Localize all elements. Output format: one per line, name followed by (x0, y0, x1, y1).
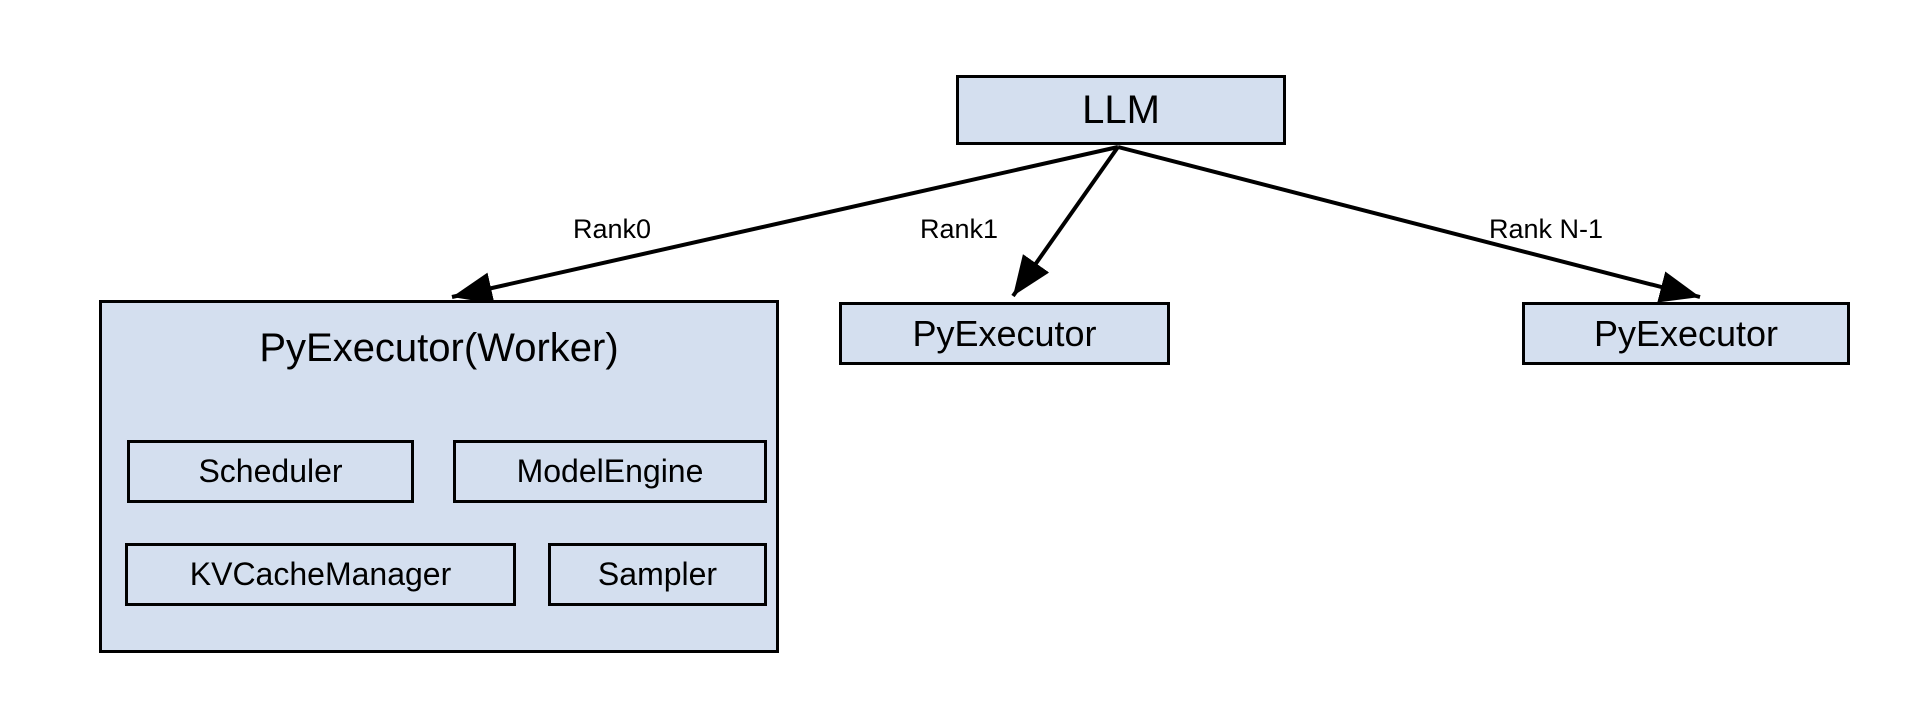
node-pyexecutor-rank1-label: PyExecutor (912, 312, 1097, 354)
node-pyexecutor-worker[interactable]: PyExecutor(Worker) Scheduler ModelEngine… (99, 300, 779, 653)
node-kv-cache-manager-label: KVCacheManager (189, 555, 452, 592)
node-sampler-label: Sampler (597, 555, 718, 592)
node-llm[interactable]: LLM (956, 75, 1286, 145)
node-llm-label: LLM (1082, 88, 1160, 132)
edge-label-rank1: Rank1 (920, 214, 999, 244)
node-model-engine[interactable]: ModelEngine (453, 440, 767, 503)
edge-label-rank-n-1: Rank N-1 (1489, 214, 1604, 244)
node-sampler[interactable]: Sampler (548, 543, 767, 606)
node-scheduler-label: Scheduler (198, 452, 343, 489)
node-pyexecutor-worker-label: PyExecutor(Worker) (259, 326, 619, 370)
node-pyexecutor-rank-n-1-label: PyExecutor (1593, 312, 1779, 354)
edge-llm-to-worker-rank1 (1011, 145, 1120, 298)
edge-llm-to-worker-rankn1 (1117, 145, 1701, 303)
node-kv-cache-manager[interactable]: KVCacheManager (125, 543, 516, 606)
node-pyexecutor-rank1[interactable]: PyExecutor (839, 302, 1170, 365)
edge-llm-to-worker-rank0 (451, 145, 1119, 304)
node-scheduler[interactable]: Scheduler (127, 440, 414, 503)
node-pyexecutor-rank-n-1[interactable]: PyExecutor (1522, 302, 1850, 365)
edge-label-rank0: Rank0 (573, 214, 652, 244)
node-model-engine-label: ModelEngine (516, 452, 704, 489)
